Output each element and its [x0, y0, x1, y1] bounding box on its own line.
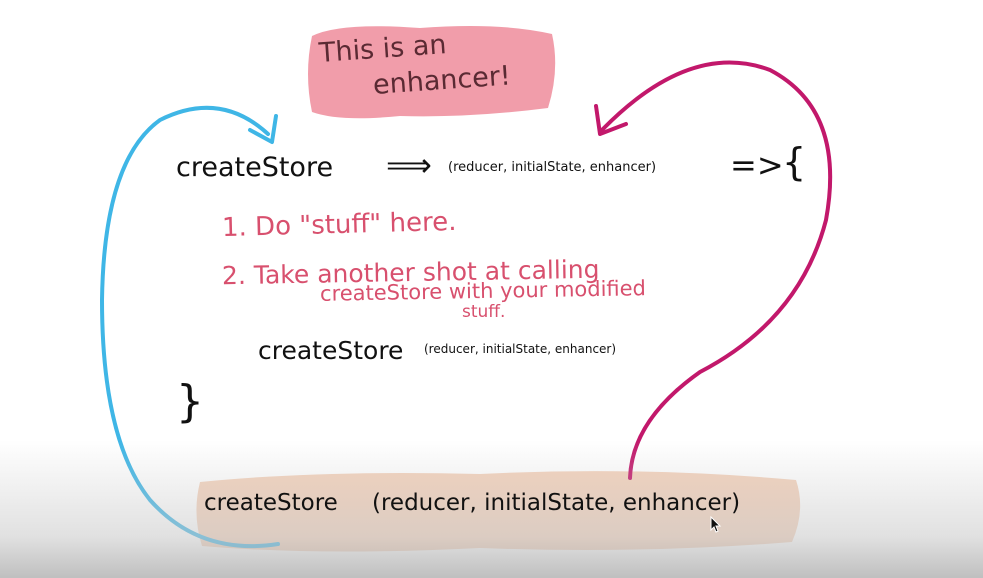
mouse-cursor-icon: [710, 516, 722, 533]
step-1: 1. Do "stuff" here.: [221, 206, 457, 244]
step-2-line-3: stuff.: [462, 302, 506, 322]
signature-params: (reducer, initialState, enhancer): [448, 160, 657, 175]
bottom-call-name: createStore: [204, 490, 338, 516]
signature-return-arrow: =>: [730, 146, 784, 184]
close-brace: }: [176, 376, 204, 427]
open-brace: {: [782, 140, 807, 184]
note-highlight: [308, 26, 556, 119]
inner-call-name: createStore: [258, 336, 404, 365]
signature-arrow: ⟹: [386, 146, 432, 184]
signature-name: createStore: [176, 152, 334, 183]
blue-arrowhead: [248, 114, 278, 144]
inner-call-params: (reducer, initialState, enhancer): [424, 342, 617, 356]
bottom-call-params: (reducer, initialState, enhancer): [372, 490, 741, 516]
magenta-arrow: [600, 60, 833, 480]
magenta-arrowhead: [594, 104, 628, 136]
